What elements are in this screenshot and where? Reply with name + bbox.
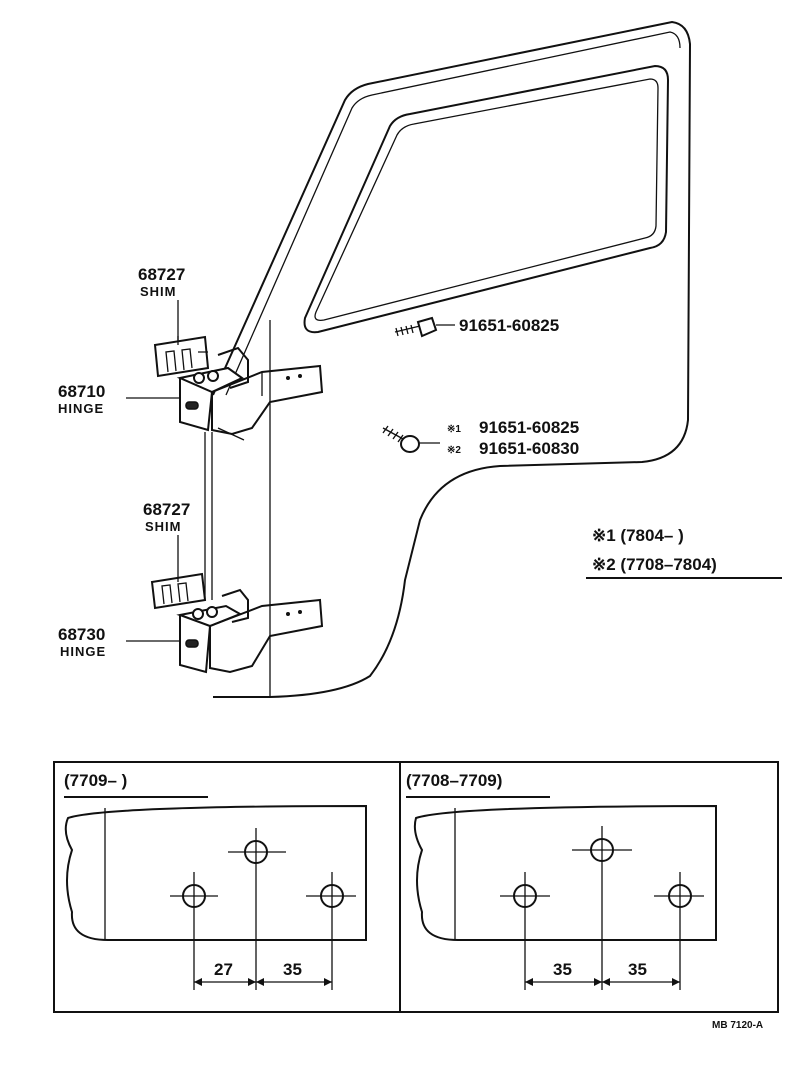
legend-note-1: ※1 (7804– ): [592, 526, 684, 545]
hinge-upper-name: HINGE: [58, 401, 104, 416]
detail-right-dim-2: 35: [628, 960, 647, 979]
hinge-upper-number: 68710: [58, 382, 105, 401]
hole-right-a: [500, 872, 550, 990]
shim-upper-icon: [153, 335, 210, 378]
drawing-code: MB 7120-A: [712, 1020, 763, 1031]
detail-left-dim-2: 35: [283, 960, 302, 979]
bolt-lower-1-number: 91651-60825: [479, 418, 579, 437]
door-panel: [212, 20, 692, 698]
hinge-lower-name: HINGE: [60, 644, 106, 659]
detail-left: (7709– ) 27 35: [64, 771, 367, 990]
hinge-lower-icon: [176, 540, 324, 674]
hole-right-b: [572, 826, 632, 990]
hole-right-c: [654, 872, 704, 990]
detail-left-label: (7709– ): [64, 771, 127, 790]
shim-upper-number: 68727: [138, 265, 185, 284]
shim-upper-name: SHIM: [140, 284, 177, 299]
bolt-lower-icon: [382, 425, 440, 453]
hole-left-b: [228, 828, 286, 990]
detail-right-dim-1: 35: [553, 960, 572, 979]
bolt-lower-2-number: 91651-60830: [479, 439, 579, 458]
bolt-lower-1-mark: ※1: [447, 424, 461, 435]
bolt-upper-number: 91651-60825: [459, 316, 559, 335]
hinge-lower-number: 68730: [58, 625, 105, 644]
bolt-lower-2-mark: ※2: [447, 445, 461, 456]
bolt-upper-icon: [394, 316, 455, 338]
detail-box: (7709– ) 27 35 (7708–7709): [53, 761, 779, 1013]
legend-note-2: ※2 (7708–7804): [592, 555, 717, 574]
shim-lower-number: 68727: [143, 500, 190, 519]
shim-lower-name: SHIM: [145, 519, 182, 534]
detail-right: (7708–7709) 35 35: [406, 771, 717, 990]
detail-right-label: (7708–7709): [406, 771, 502, 790]
hole-left-c: [306, 872, 356, 990]
hinge-upper-icon: [176, 346, 324, 441]
detail-left-dim-1: 27: [214, 960, 233, 979]
hole-left-a: [170, 872, 218, 990]
